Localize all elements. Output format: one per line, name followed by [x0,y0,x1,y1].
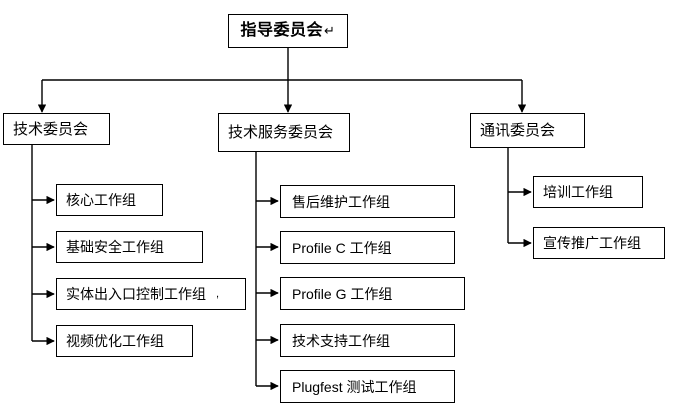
node-communication-committee[interactable]: 通讯委员会 [470,113,585,148]
node-profile-c-working-group[interactable]: Profile C 工作组 [280,231,455,264]
node-training-working-group-label: 培训工作组 [543,184,613,200]
node-promotion-working-group-label: 宣传推广工作组 [543,235,641,251]
node-after-sales-maintenance-working-group[interactable]: 售后维护工作组 [280,185,455,218]
paragraph-mark-icon: ↵ [324,23,336,38]
node-technical-service-committee-label: 技术服务委员会 [228,124,334,141]
node-training-working-group[interactable]: 培训工作组 [533,176,643,208]
node-technical-service-committee[interactable]: 技术服务委员会 [218,113,350,152]
node-basic-security-working-group[interactable]: 基础安全工作组 [56,231,203,263]
trailing-mark: , [216,288,220,300]
node-communication-committee-label: 通讯委员会 [480,122,556,139]
node-video-optimization-working-group[interactable]: 视频优化工作组 [56,325,193,357]
node-plugfest-testing-working-group[interactable]: Plugfest 测试工作组 [280,370,455,403]
node-video-optimization-working-group-label: 视频优化工作组 [66,333,164,349]
node-core-working-group-label: 核心工作组 [66,192,136,208]
node-root-label: 指导委员会 [240,22,324,39]
node-after-sales-maintenance-working-group-label: 售后维护工作组 [292,193,390,210]
node-core-working-group[interactable]: 核心工作组 [56,184,163,216]
node-root-steering-committee[interactable]: 指导委员会↵ [228,14,348,48]
node-technical-support-working-group[interactable]: 技术支持工作组 [280,324,455,357]
node-technical-support-working-group-label: 技术支持工作组 [292,332,390,349]
node-profile-g-working-group[interactable]: Profile G 工作组 [280,277,465,310]
node-promotion-working-group[interactable]: 宣传推广工作组 [533,227,665,259]
node-physical-access-control-working-group-label: 实体出入口控制工作组 [66,286,206,302]
node-basic-security-working-group-label: 基础安全工作组 [66,239,164,255]
node-profile-c-working-group-label: Profile C 工作组 [292,239,392,256]
node-physical-access-control-working-group[interactable]: 实体出入口控制工作组, [56,278,246,310]
node-profile-g-working-group-label: Profile G 工作组 [292,285,393,302]
node-technical-committee-label: 技术委员会 [13,120,89,138]
node-plugfest-testing-working-group-label: Plugfest 测试工作组 [292,378,417,395]
node-technical-committee[interactable]: 技术委员会 [3,113,110,145]
